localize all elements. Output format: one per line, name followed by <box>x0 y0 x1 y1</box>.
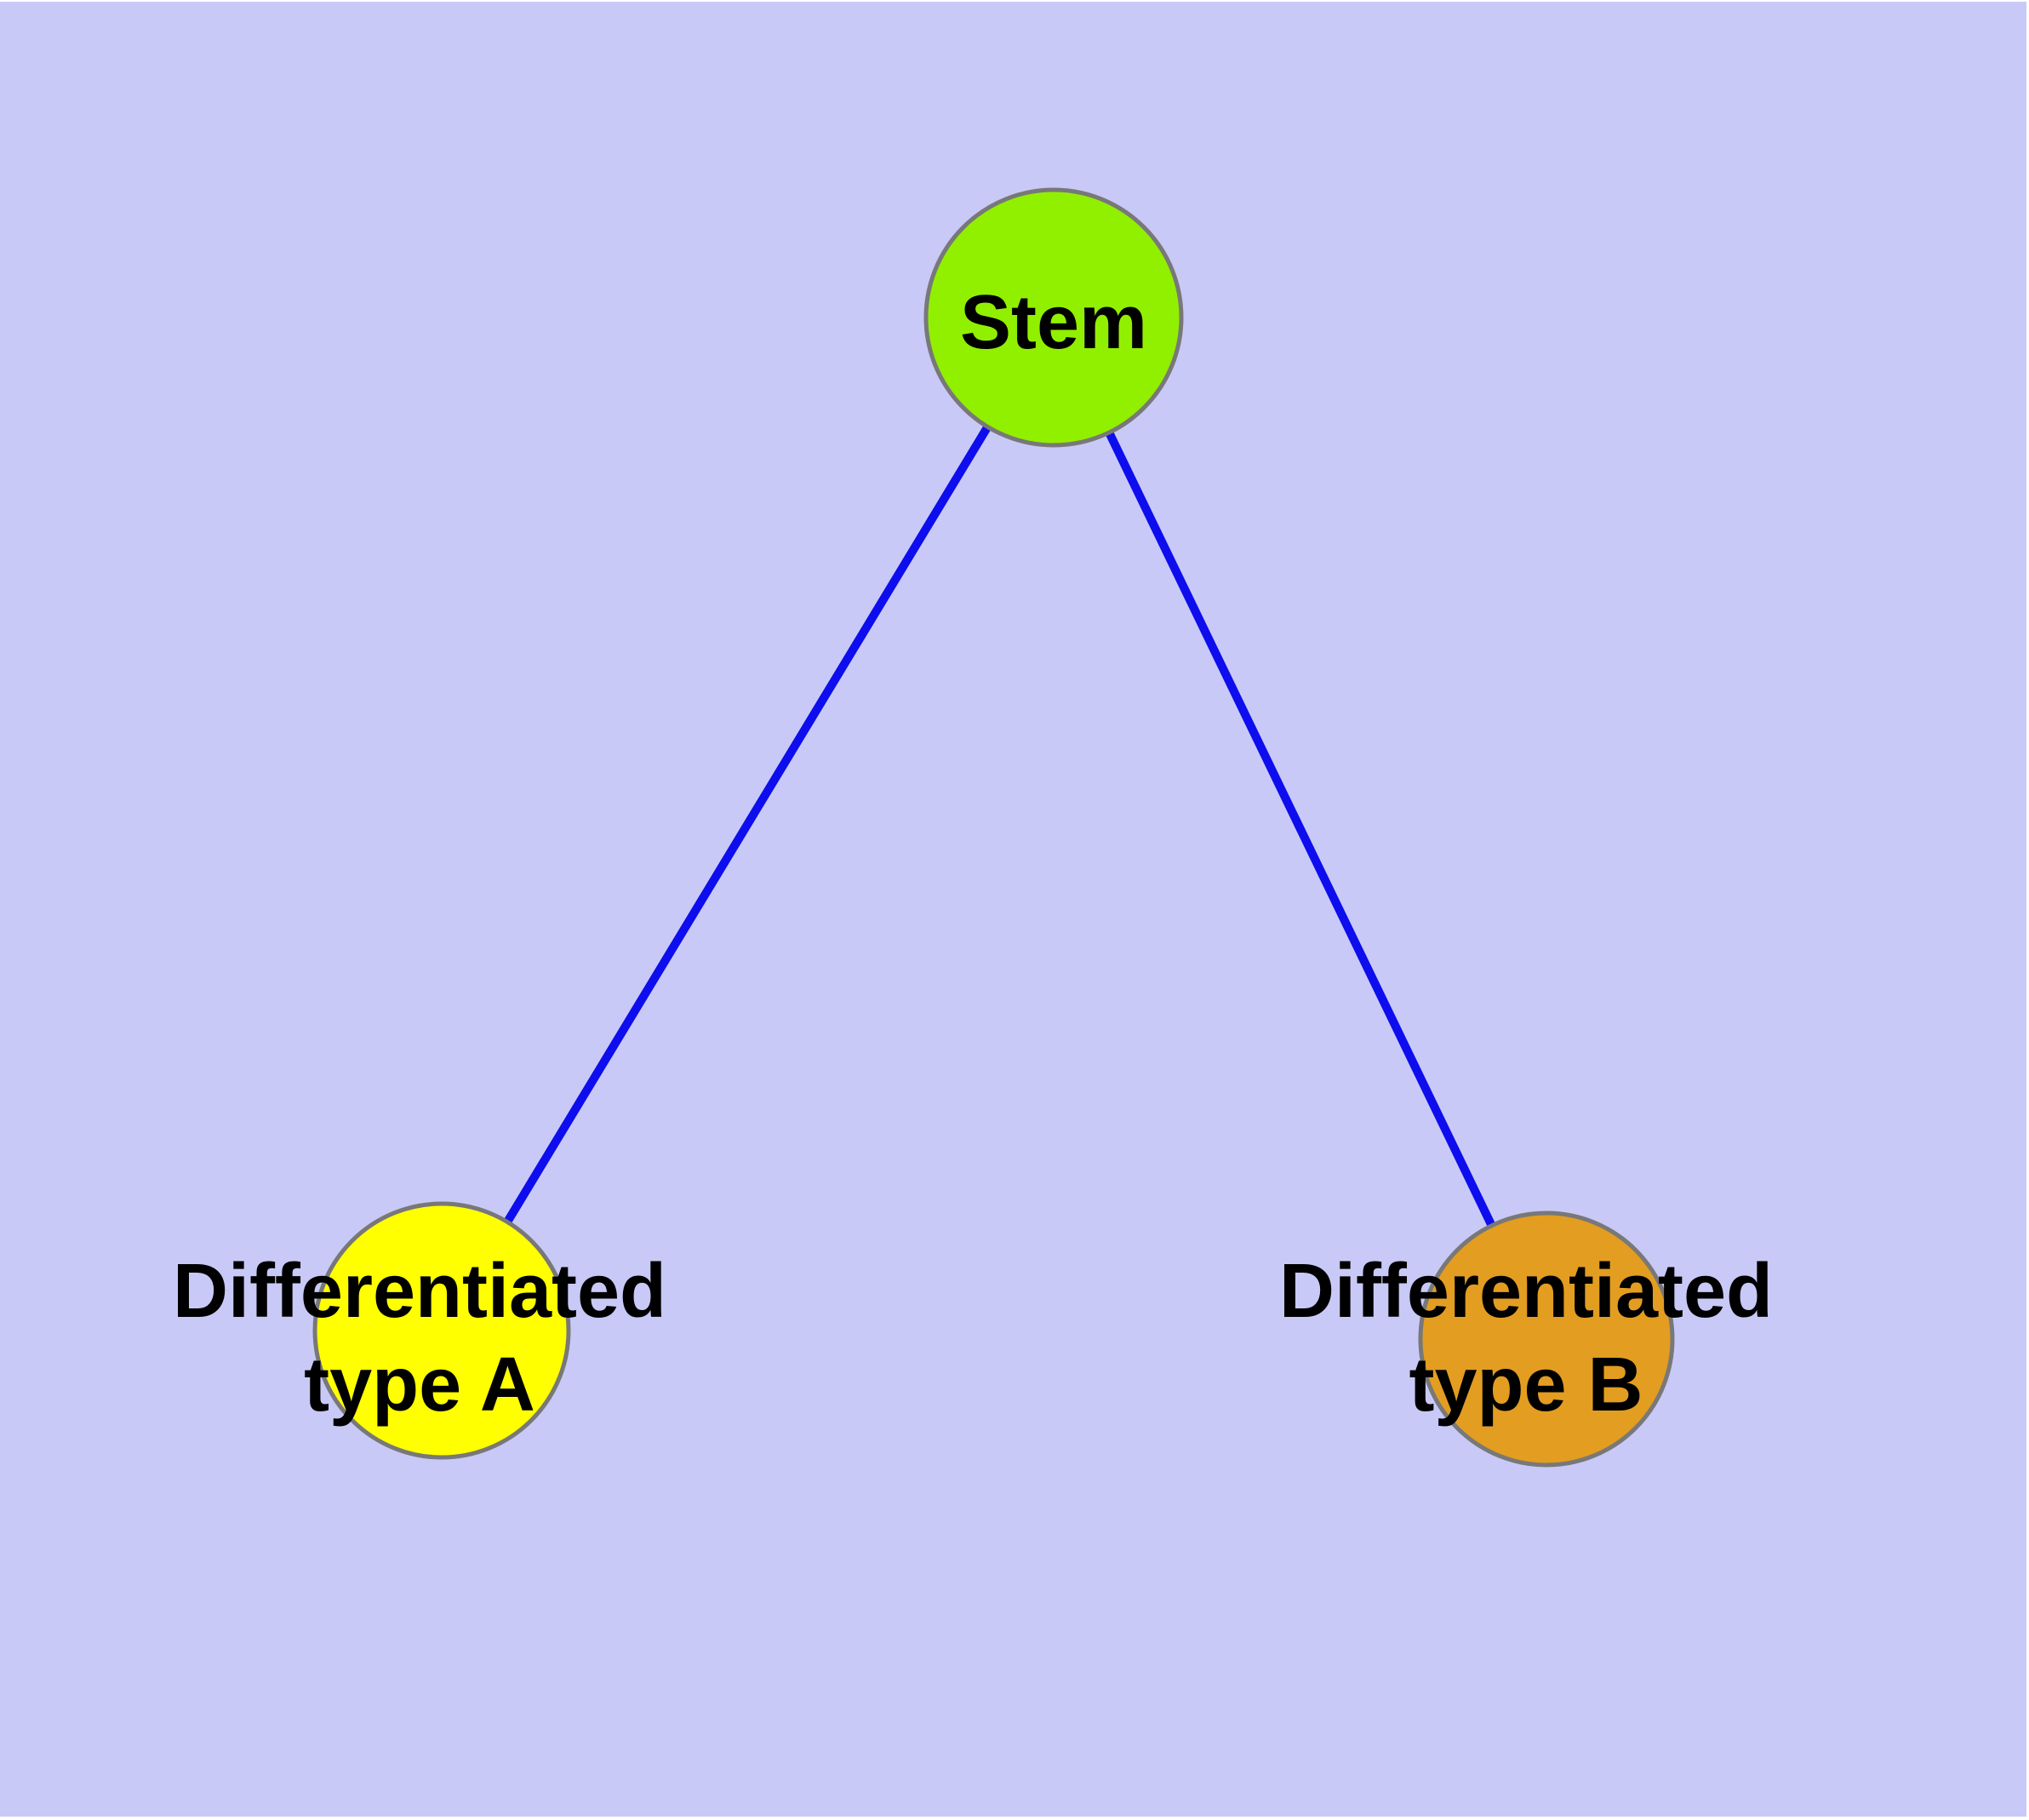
node-type-b-label-line1: Differentiated <box>1279 1249 1773 1334</box>
node-stem <box>923 187 1184 448</box>
edge-stem-to-type-a <box>437 315 1058 1333</box>
node-type-b <box>1418 1210 1675 1468</box>
edge-stem-to-type-b <box>1049 315 1551 1342</box>
node-stem-label: Stem <box>960 280 1147 365</box>
node-type-a-label-line2: type A <box>304 1342 535 1428</box>
node-type-a-label-line1: Differentiated <box>173 1249 666 1334</box>
node-type-b-label-line2: type B <box>1409 1342 1643 1428</box>
node-type-a <box>312 1201 571 1460</box>
